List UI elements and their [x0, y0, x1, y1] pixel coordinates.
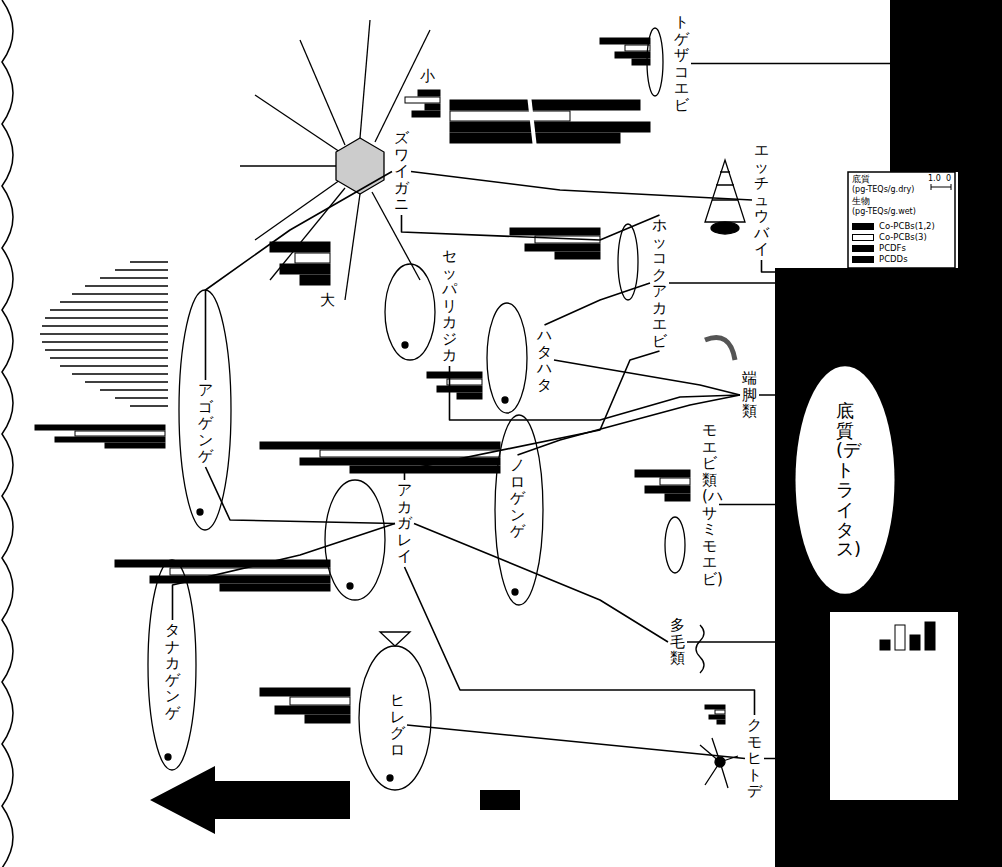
organism-name: タナカゲンゲ — [163, 620, 182, 723]
organism-name: ノロゲンゲ — [508, 455, 527, 542]
sea-surface-wave — [2, 0, 13, 867]
chart-label: 0 — [946, 175, 951, 184]
food-web-link — [402, 215, 660, 240]
concentration-bars — [35, 38, 935, 724]
food-web-link — [405, 351, 660, 480]
organism-name: ホッコクアカエビ — [650, 215, 669, 351]
vertical-name-text: 底質 (デトライタス) — [836, 401, 854, 559]
organism-name: トゲザコエビ — [672, 12, 691, 115]
food-web-link — [411, 172, 752, 201]
legend-swatch — [852, 256, 874, 263]
vertical-name-text: 端脚類 — [742, 370, 757, 420]
food-web-link — [669, 283, 795, 480]
vertical-name-text: ズワイガニ — [394, 130, 409, 213]
vertical-name-text: セッパリカジカ — [442, 248, 457, 364]
legend-text: Co-PCBs(3) — [879, 233, 927, 242]
food-web-link — [759, 395, 795, 480]
organism-name: モエビ類 (ハサミモエビ) — [700, 420, 719, 589]
food-web-link — [173, 524, 396, 621]
chart-label: 小 — [420, 68, 435, 85]
organism-drawings — [148, 20, 745, 790]
depth-lines — [40, 262, 168, 406]
organism-name: ズワイガニ — [392, 128, 411, 215]
legend-swatch — [852, 245, 874, 252]
food-web-link — [206, 467, 396, 524]
food-web-link — [554, 360, 740, 395]
vertical-name-text: 多毛類 — [670, 617, 685, 667]
chart-label: (pg-TEQs/g.wet) — [852, 208, 916, 217]
chart-label: 大 — [320, 292, 335, 309]
organism-name: エッチュウバイ — [752, 140, 771, 260]
vertical-name-text: アカガレイ — [397, 482, 412, 565]
organism-name: 多毛類 — [668, 615, 687, 669]
food-web-link — [407, 725, 745, 759]
vertical-name-text: ノロゲンゲ — [510, 457, 525, 540]
organism-name: ヒレグロ — [388, 690, 407, 760]
sediment-panels — [775, 0, 1002, 867]
legend-swatch — [852, 223, 874, 230]
organism-name: クモヒトデ — [745, 715, 764, 802]
chart-label: 底質 — [852, 175, 870, 185]
chart-label: (pg-TEQs/g.dry) — [852, 186, 914, 195]
chart-label: 生物 — [852, 197, 870, 207]
vertical-name-text: ハタハタ — [537, 327, 552, 393]
vertical-name-text: タナカゲンゲ — [165, 622, 180, 721]
direction-arrow — [150, 766, 520, 834]
food-web-link — [764, 480, 795, 759]
food-web-link — [545, 283, 651, 325]
vertical-name-text: ホッコクアカエビ — [652, 217, 667, 349]
vertical-name-text: クモヒトデ — [747, 717, 762, 800]
legend-text: PCDFs — [879, 244, 906, 253]
vertical-name-text: モエビ類 (ハサミモエビ) — [702, 422, 717, 587]
food-web-link — [450, 366, 741, 420]
legend-text: Co-PCBs(1,2) — [879, 222, 935, 231]
food-web-link — [414, 524, 668, 643]
chart-label: 1.0 — [928, 175, 941, 184]
organism-name: ハタハタ — [535, 325, 554, 395]
food-web-link — [206, 172, 393, 381]
vertical-name-text: アゴゲンゲ — [198, 382, 213, 465]
organism-name: セッパリカジカ — [440, 246, 459, 366]
vertical-name-text: エッチュウバイ — [754, 142, 769, 258]
legend-swatch — [852, 234, 874, 241]
vertical-name-text: ヒレグロ — [390, 692, 405, 758]
food-web-link — [762, 260, 796, 480]
food-web-link — [405, 567, 755, 715]
food-web-link — [719, 480, 795, 505]
sediment-oval: 底質 (デトライタス) — [795, 365, 895, 595]
organism-name: アカガレイ — [395, 480, 414, 567]
organism-name: アゴゲンゲ — [196, 380, 215, 467]
organism-name: 端脚類 — [740, 368, 759, 422]
vertical-name-text: トゲザコエビ — [674, 14, 689, 113]
legend-text: PCDDs — [879, 255, 908, 264]
